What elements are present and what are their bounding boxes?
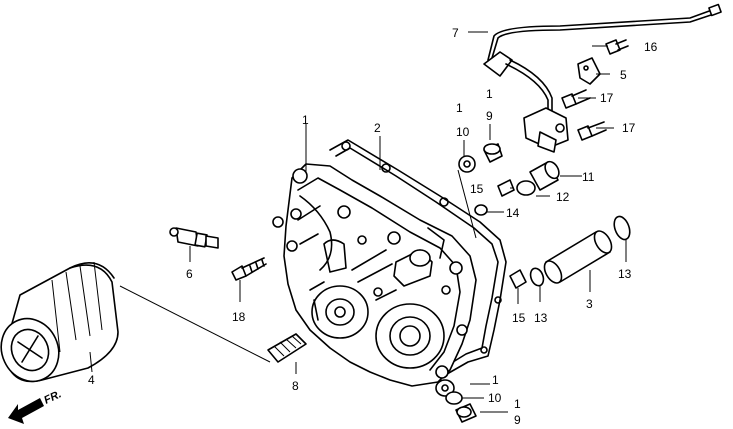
o-ring-13b	[529, 267, 545, 287]
bolt-18	[231, 257, 267, 281]
o-ring-14	[474, 204, 488, 216]
fr-label: FR.	[42, 388, 63, 406]
front-direction-arrow: FR.	[8, 388, 63, 424]
label-15b: 15	[512, 311, 526, 325]
label-15a: 15	[470, 182, 484, 196]
label-1-cover: 1	[302, 113, 309, 127]
label-14: 14	[506, 206, 520, 220]
label-10-top: 10	[456, 125, 470, 139]
part-labels: 7 16 5 17 17 1 1 9 10 2 1 11 15 12 14 13…	[88, 26, 658, 427]
label-4: 4	[88, 373, 95, 387]
label-1-top: 1	[486, 87, 493, 101]
label-1-left: 1	[456, 101, 463, 115]
label-10-bottom: 10	[488, 391, 502, 405]
label-17a: 17	[600, 91, 614, 105]
label-17b: 17	[622, 121, 636, 135]
oil-filter-nipple	[267, 333, 307, 363]
dowel-15a	[497, 179, 515, 197]
oil-pipe	[543, 230, 613, 284]
sensor-with-wire	[483, 3, 722, 153]
dowel-15b	[509, 269, 527, 289]
oil-pressure-switch	[169, 227, 219, 249]
leader-lines	[89, 31, 627, 413]
label-13b: 13	[534, 311, 548, 325]
o-ring-13a	[613, 215, 631, 241]
label-5: 5	[620, 68, 627, 82]
washer-10-top	[458, 155, 476, 173]
label-18: 18	[232, 310, 246, 324]
right-crankcase-cover	[272, 163, 477, 387]
small-parts	[458, 143, 631, 289]
label-16: 16	[644, 40, 658, 54]
bracket-and-bolts	[561, 39, 629, 141]
label-13a: 13	[618, 267, 632, 281]
oil-filter	[0, 261, 119, 383]
label-2: 2	[374, 121, 381, 135]
label-1-bottom-2: 1	[514, 397, 521, 411]
label-1-bottom: 1	[492, 373, 499, 387]
label-3: 3	[586, 297, 593, 311]
label-9-bottom: 9	[514, 413, 521, 427]
label-7: 7	[452, 26, 459, 40]
label-9-top: 9	[486, 109, 493, 123]
label-11: 11	[582, 170, 595, 184]
o-ring-12	[516, 180, 536, 196]
bottom-drain-parts	[435, 379, 477, 423]
cover-gasket	[329, 139, 507, 379]
label-6: 6	[186, 267, 193, 281]
label-8: 8	[292, 379, 299, 393]
label-12: 12	[556, 190, 570, 204]
